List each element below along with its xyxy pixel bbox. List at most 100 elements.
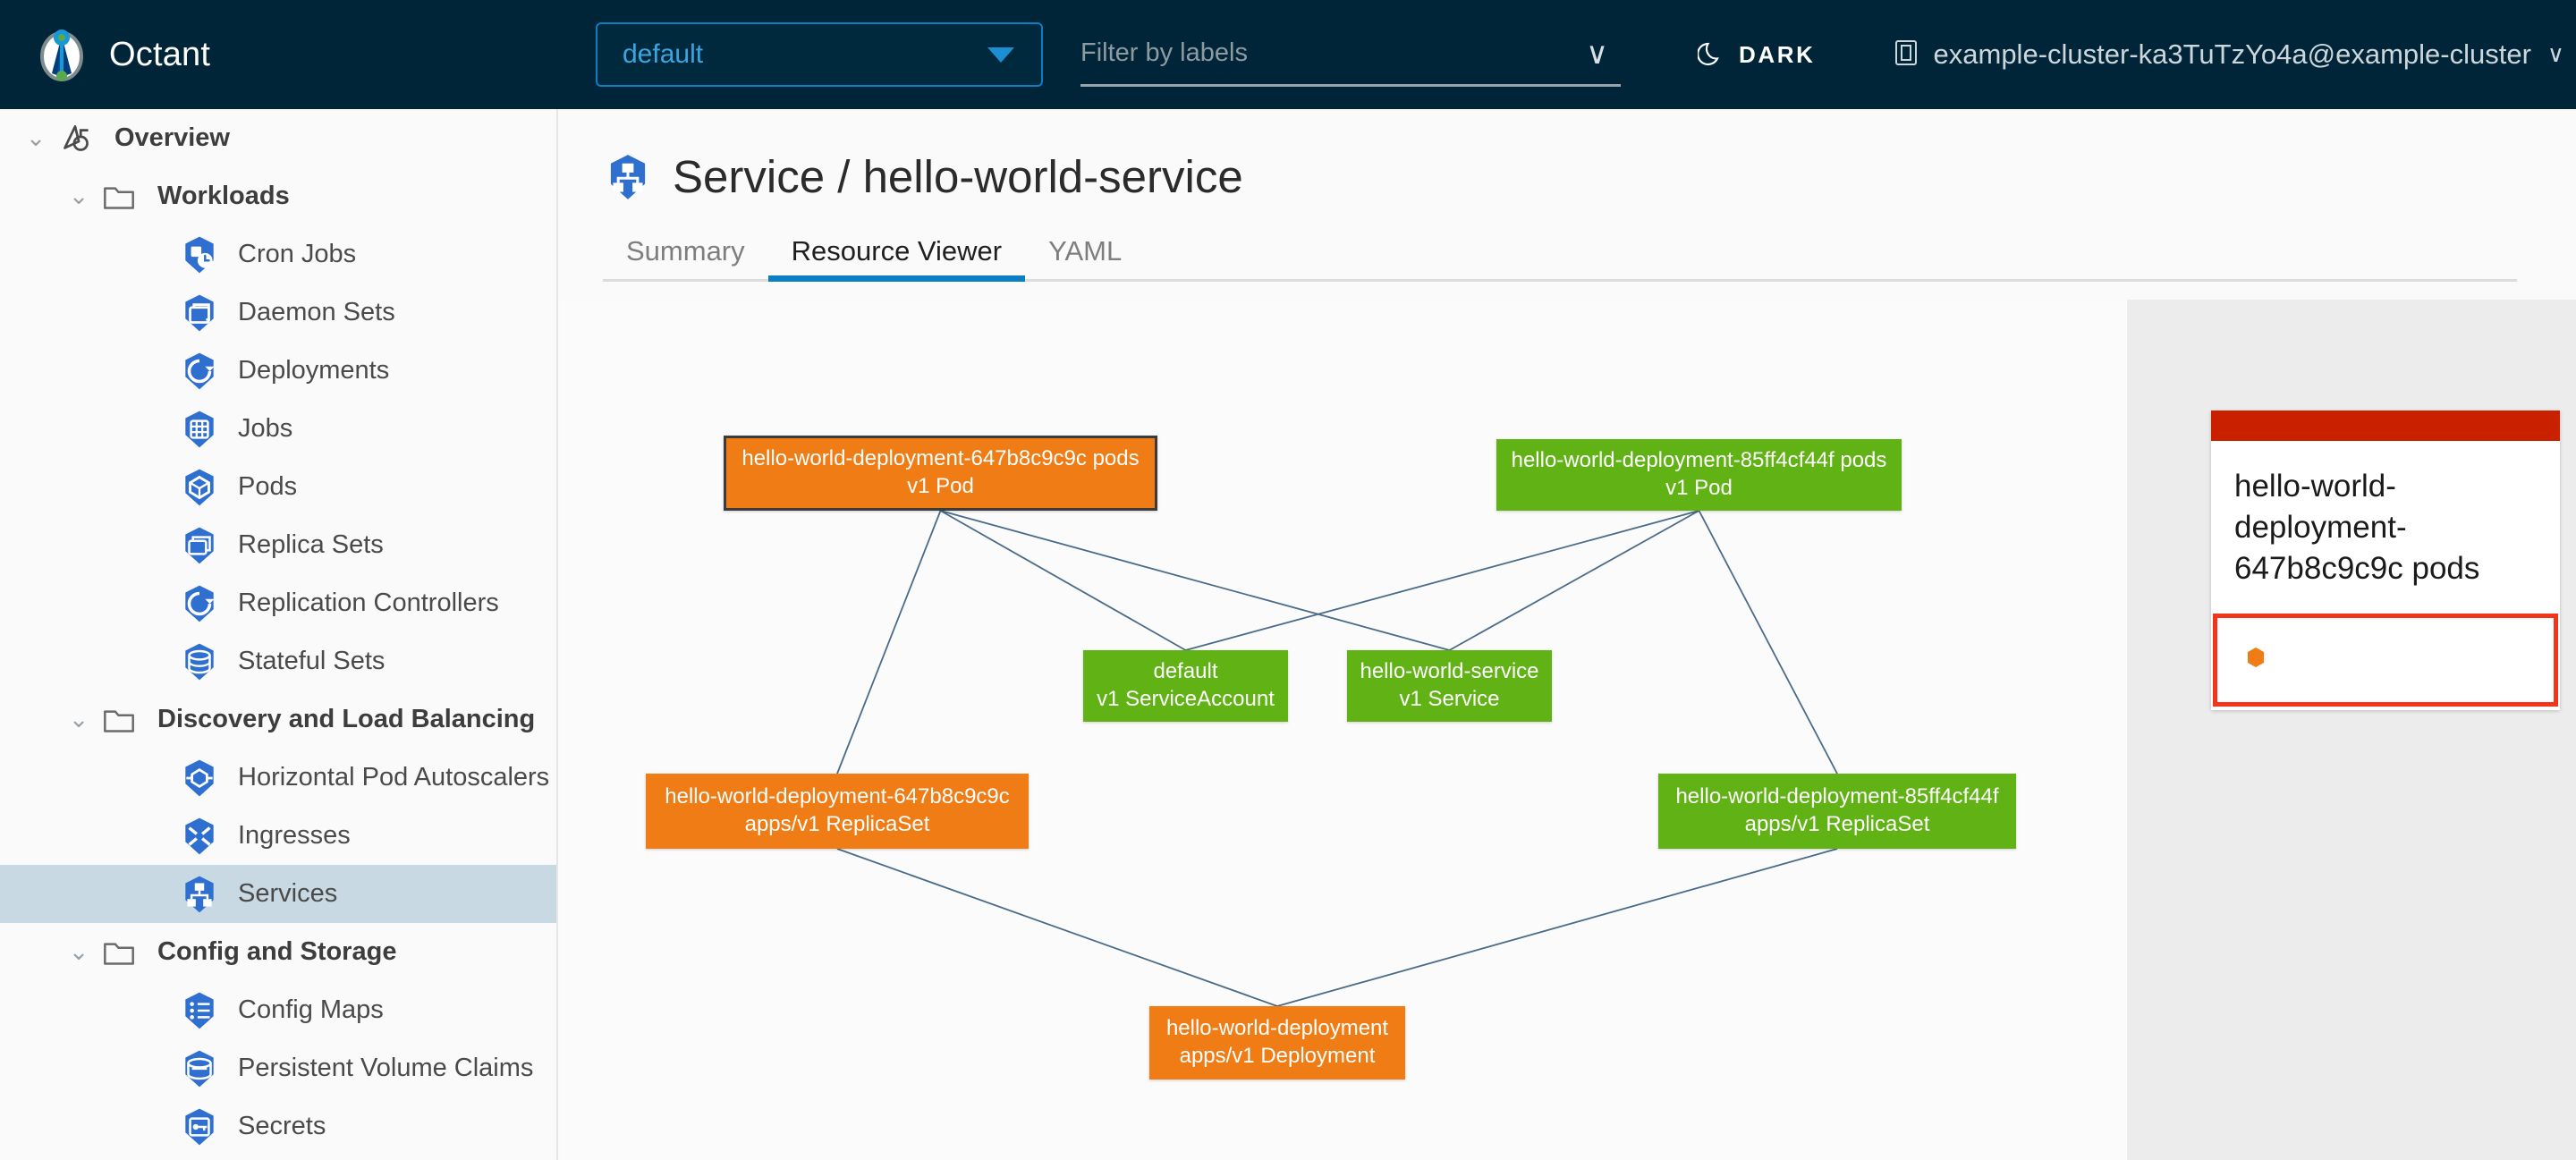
page-header: Service / hello-world-service — [560, 109, 2576, 203]
sidebar-item-discovery-and-load-balancing[interactable]: ⌄ Discovery and Load Balancing — [0, 690, 556, 749]
sidebar-item-services[interactable]: Services — [0, 865, 556, 923]
sidebar-item-label: Deployments — [238, 356, 390, 385]
config-maps-icon — [179, 990, 220, 1031]
graph-node-name: hello-world-service — [1360, 659, 1539, 684]
sidebar-item-pods[interactable]: Pods — [0, 458, 556, 516]
namespace-select[interactable]: default — [596, 22, 1043, 87]
folder-icon — [98, 699, 140, 741]
sidebar-item-label: Secrets — [238, 1112, 326, 1140]
sidebar-item-secrets[interactable]: Secrets — [0, 1097, 556, 1156]
graph-edge — [940, 510, 1186, 651]
moon-icon — [1697, 39, 1724, 71]
sidebar-item-overview[interactable]: ⌄Overview — [0, 109, 556, 167]
graph-node-sa[interactable]: default v1 ServiceAccount — [1083, 650, 1288, 722]
sidebar-item-label: Persistent Volume Claims — [238, 1054, 534, 1082]
graph-edge — [1276, 848, 1838, 1007]
graph-edge — [1449, 510, 1699, 651]
graph-node-name: hello-world-deployment-85ff4cf44f — [1675, 784, 1999, 809]
sidebar-item-config-and-storage[interactable]: ⌄ Config and Storage — [0, 923, 556, 981]
chevron-down-icon[interactable]: ⌄ — [68, 938, 89, 966]
resource-graph[interactable]: hello-world-deployment-647b8c9c9c pods v1… — [560, 300, 2127, 1160]
graph-node-kind: apps/v1 Deployment — [1179, 1044, 1376, 1068]
graph-node-kind: v1 Pod — [1665, 476, 1733, 500]
graph-node-rs-647[interactable]: hello-world-deployment-647b8c9c9c apps/v1… — [646, 774, 1029, 849]
tab-summary[interactable]: Summary — [626, 235, 745, 267]
services-icon — [179, 874, 220, 915]
ingresses-icon — [179, 816, 220, 857]
hpa-icon — [179, 758, 220, 799]
sidebar-item-label: Jobs — [238, 414, 293, 443]
tab-yaml[interactable]: YAML — [1048, 235, 1123, 267]
cluster-name: example-cluster-ka3TuTzYo4a@example-clus… — [1933, 38, 2531, 70]
jobs-icon — [179, 409, 220, 450]
sidebar-item-daemon-sets[interactable]: Daemon Sets — [0, 284, 556, 342]
sidebar-item-label: Stateful Sets — [238, 647, 386, 675]
chevron-down-icon[interactable]: ⌄ — [25, 124, 47, 152]
sidebar-item-label: Services — [238, 879, 338, 908]
graph-edge — [836, 848, 1278, 1007]
brand-name: Octant — [109, 35, 211, 73]
page-title: Service / hello-world-service — [673, 151, 1243, 202]
graph-node-name: hello-world-deployment-647b8c9c9c pods — [741, 446, 1140, 471]
status-hexagon-icon — [2244, 646, 2267, 673]
folder-icon — [98, 932, 140, 973]
namespace-select-value: default — [623, 39, 704, 69]
chevron-down-icon[interactable]: ⌄ — [68, 706, 89, 733]
chevron-down-icon: ∨ — [2546, 41, 2564, 68]
sidebar-item-replication-controllers[interactable]: Replication Controllers — [0, 574, 556, 632]
sidebar-item-label: Horizontal Pod Autoscalers — [238, 763, 550, 792]
sidebar-item-label: Daemon Sets — [238, 298, 395, 326]
chevron-down-icon[interactable]: ⌄ — [68, 182, 89, 210]
sidebar-item-persistent-volume-claims[interactable]: Persistent Volume Claims — [0, 1039, 556, 1097]
sidebar-item-label: Workloads — [157, 182, 290, 210]
graph-node-pod-85f[interactable]: hello-world-deployment-85ff4cf44f pods v1… — [1496, 439, 1902, 511]
graph-edge — [836, 510, 942, 775]
sidebar-item-deployments[interactable]: Deployments — [0, 342, 556, 400]
sidebar-item-jobs[interactable]: Jobs — [0, 400, 556, 458]
graph-node-deploy[interactable]: hello-world-deployment apps/v1 Deployment — [1149, 1006, 1405, 1080]
chevron-down-icon[interactable]: ∨ — [1586, 35, 1608, 72]
theme-toggle-button[interactable]: DARK — [1697, 39, 1816, 71]
overview-icon — [55, 118, 97, 159]
tab-resource-viewer[interactable]: Resource Viewer — [767, 235, 1026, 282]
label-filter-input[interactable]: Filter by labels ∨ — [1080, 22, 1621, 87]
sidebar-item-workloads[interactable]: ⌄ Workloads — [0, 167, 556, 225]
graph-node-kind: v1 ServiceAccount — [1097, 687, 1275, 711]
pods-icon — [179, 467, 220, 508]
graph-node-kind: apps/v1 ReplicaSet — [744, 812, 930, 836]
graph-edge — [1185, 510, 1699, 651]
graph-node-kind: v1 Pod — [907, 474, 974, 498]
cluster-picker[interactable]: example-cluster-ka3TuTzYo4a@example-clus… — [1894, 38, 2564, 71]
graph-node-kind: apps/v1 ReplicaSet — [1744, 812, 1930, 836]
sidebar-item-stateful-sets[interactable]: Stateful Sets — [0, 632, 556, 690]
sidebar-item-ingresses[interactable]: Ingresses — [0, 807, 556, 865]
sidebar-item-horizontal-pod-autoscalers[interactable]: Horizontal Pod Autoscalers — [0, 749, 556, 807]
graph-node-rs-85f[interactable]: hello-world-deployment-85ff4cf44f apps/v1… — [1658, 774, 2016, 849]
cron-jobs-icon — [179, 234, 220, 275]
sidebar-item-label: Config Maps — [238, 995, 384, 1024]
pvc-icon — [179, 1048, 220, 1089]
graph-node-name: default — [1153, 659, 1218, 684]
secrets-icon — [179, 1106, 220, 1147]
graph-node-name: hello-world-deployment — [1165, 1016, 1389, 1041]
node-detail-card[interactable]: hello-world-deployment-647b8c9c9c pods — [2211, 411, 2560, 710]
sidebar-item-cron-jobs[interactable]: Cron Jobs — [0, 225, 556, 284]
deployments-icon — [179, 351, 220, 392]
sidebar-item-label: Discovery and Load Balancing — [157, 705, 536, 733]
graph-node-kind: v1 Service — [1399, 687, 1500, 711]
label-filter-placeholder: Filter by labels — [1080, 38, 1248, 67]
sidebar-item-config-maps[interactable]: Config Maps — [0, 981, 556, 1039]
stateful-sets-icon — [179, 641, 220, 682]
detail-rail: hello-world-deployment-647b8c9c9c pods — [2127, 300, 2576, 1160]
graph-node-pod-647[interactable]: hello-world-deployment-647b8c9c9c pods v1… — [724, 436, 1157, 511]
detail-status-box[interactable] — [2213, 613, 2558, 707]
graph-edge — [1698, 510, 1838, 775]
graph-node-svc[interactable]: hello-world-service v1 Service — [1347, 650, 1552, 722]
brand[interactable]: Octant — [0, 27, 558, 82]
graph-node-name: hello-world-deployment-85ff4cf44f pods — [1511, 448, 1887, 473]
sidebar-item-label: Config and Storage — [157, 937, 397, 966]
sidebar-item-label: Pods — [238, 472, 298, 501]
sidebar-item-label: Replica Sets — [238, 530, 384, 559]
sidebar-item-replica-sets[interactable]: Replica Sets — [0, 516, 556, 574]
graph-node-name: hello-world-deployment-647b8c9c9c — [665, 784, 1010, 809]
